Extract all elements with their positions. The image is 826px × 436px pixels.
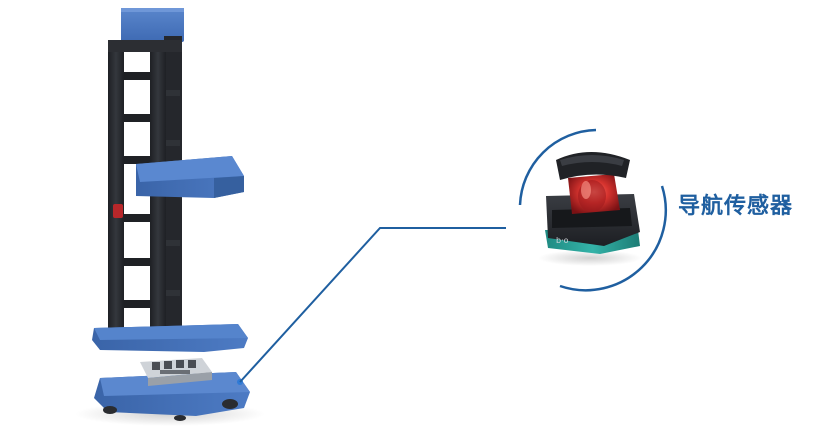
callout-arc-right (559, 185, 667, 292)
control-board (140, 358, 212, 386)
ladder-rail-left (108, 44, 124, 340)
ladder-rungs (124, 72, 150, 308)
callout-arc-left (518, 128, 597, 206)
lidar-sensor-icon: b·o (538, 152, 642, 266)
sensor-label: 导航传感器 (678, 194, 794, 219)
status-light (113, 204, 123, 218)
leader-line (239, 227, 506, 383)
wheels (103, 399, 238, 421)
sensor-callout: b·o (518, 128, 667, 292)
robot-illustration (75, 8, 265, 426)
top-panel (121, 8, 184, 42)
svg-text:b·o: b·o (556, 236, 569, 245)
